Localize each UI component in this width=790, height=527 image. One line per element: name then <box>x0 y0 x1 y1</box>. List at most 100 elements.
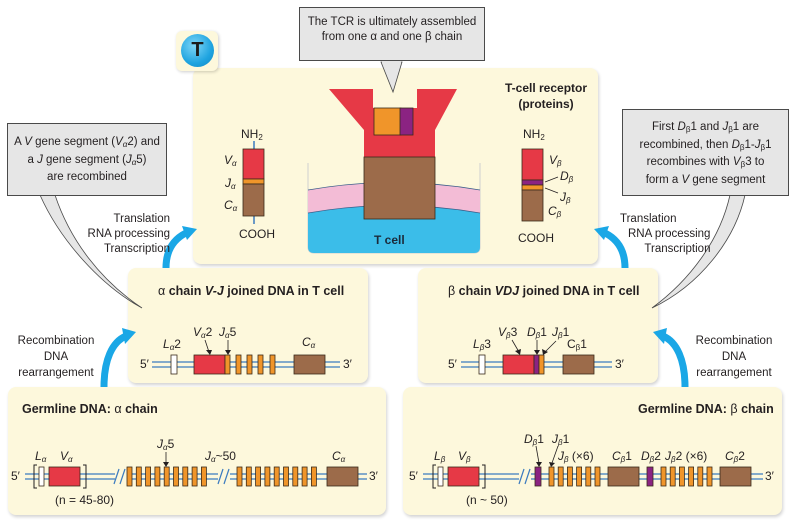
beta-joined-j-label: Jβ1 <box>552 325 570 340</box>
j-segment <box>182 466 189 487</box>
beta-j-label: Jβ <box>560 190 571 205</box>
beta-germline-j1-label: Jβ1 <box>552 432 570 447</box>
j-segment <box>200 466 207 487</box>
top-callout-line1: The TCR is ultimately assembled <box>307 16 477 28</box>
beta-joined-d-label: Dβ1 <box>527 325 547 340</box>
beta-v-label: Vβ <box>549 153 562 168</box>
alpha-germline-panel <box>8 387 386 515</box>
alpha-germline-l-label: Lα <box>35 449 47 464</box>
j-segment <box>594 466 601 487</box>
beta-c-label: Cβ <box>548 204 562 219</box>
beta-germline-dna <box>423 445 763 489</box>
beta-germline-5prime: 5′ <box>409 469 418 483</box>
j-segment <box>255 466 262 487</box>
arrow-beta-transcription <box>594 226 629 269</box>
beta-germline-d2-label: Dβ2 <box>641 449 661 464</box>
left-recombination-labels: Recombination DNA rearrangement <box>17 335 95 379</box>
j-segment <box>273 466 280 487</box>
beta-germline-v-label: Vβ <box>458 449 471 464</box>
alpha-nh2: NH2 <box>241 127 263 142</box>
j-segment <box>126 466 133 487</box>
j-segment <box>301 466 308 487</box>
alpha-germline-3prime: 3′ <box>369 469 378 483</box>
beta-j1-segments <box>548 466 601 487</box>
arrow-alpha-transcription <box>162 226 197 269</box>
j-segment <box>688 466 694 487</box>
beta-cooh: COOH <box>518 231 554 245</box>
j-segment <box>548 466 555 487</box>
j-segment <box>245 466 252 487</box>
j-segment <box>679 466 685 487</box>
right-transcription-labels: Translation RNA processing Transcription <box>620 213 711 255</box>
right-recombination-labels: Recombination DNA rearrangement <box>695 335 773 379</box>
tcr-protein <box>329 89 457 220</box>
alpha-germline-title: Germline DNA: α chain <box>22 402 158 416</box>
j-segment <box>697 466 704 487</box>
beta-joined-c-label: Cβ1 <box>567 337 587 352</box>
alpha-germline-count: (n = 45-80) <box>55 493 115 507</box>
j-segment <box>191 466 198 487</box>
beta-germline-title: Germline DNA: β chain <box>638 402 774 416</box>
j-segment <box>236 466 243 487</box>
alpha-joined-c-label: Cα <box>302 335 316 350</box>
beta-joined-l-label: Lβ3 <box>473 337 491 352</box>
beta-nh2: NH2 <box>523 127 545 142</box>
left-callout: A V gene segment (Vα2) and a J gene segm… <box>7 123 167 196</box>
t-badge-icon: T <box>181 34 214 67</box>
alpha-joined-v-label: Vα2 <box>193 325 213 340</box>
j-segment <box>292 466 299 487</box>
beta-joined-5prime: 5′ <box>448 357 457 371</box>
alpha-joined-3prime: 3′ <box>343 357 352 371</box>
beta-germline-j2-label: Jβ2 (×6) <box>665 449 708 464</box>
beta-joined-v-label: Vβ3 <box>498 325 518 340</box>
j-segment <box>264 466 271 487</box>
alpha-germline-v-label: Vα <box>60 449 73 464</box>
arrow-beta-recombination <box>653 328 689 388</box>
left-transcription-labels: Translation RNA processing Transcription <box>87 213 170 255</box>
top-callout: The TCR is ultimately assembled from one… <box>299 7 485 61</box>
right-callout: First Dβ1 and Jβ1 are recombined, then D… <box>622 109 789 196</box>
j-segment <box>567 466 573 487</box>
j-segment <box>576 466 582 487</box>
receptor-title: T-cell receptor (proteins) <box>504 81 588 111</box>
j-segment <box>173 466 179 487</box>
beta-germline-c1-label: Cβ1 <box>612 449 632 464</box>
left-callout-tail <box>39 194 143 309</box>
t-cell-label: T cell <box>374 233 405 247</box>
alpha-v-label: Vα <box>224 153 237 168</box>
j-segment <box>154 466 161 487</box>
beta-joined-title: β chain VDJ joined DNA in T cell <box>448 284 640 298</box>
alpha-joined-title: α chain V-J joined DNA in T cell <box>158 284 345 298</box>
alpha-germline-5prime: 5′ <box>11 469 20 483</box>
j-segment <box>135 466 142 487</box>
alpha-joined-j-label: Jα5 <box>219 325 237 340</box>
beta-germline-c2-label: Cβ2 <box>725 449 745 464</box>
j-segment <box>283 466 289 487</box>
beta-protein <box>521 148 559 222</box>
alpha-joined-l-label: Lα2 <box>163 337 181 352</box>
t-cell-badge: T <box>176 31 218 71</box>
alpha-germline-j50-label: Jα~50 <box>205 449 236 464</box>
j-segment <box>660 466 667 487</box>
beta-germline-l-label: Lβ <box>434 449 446 464</box>
alpha-germline-j5-label: Jα5 <box>157 437 175 452</box>
top-callout-tail <box>380 60 403 94</box>
alpha-cooh: COOH <box>239 227 275 241</box>
j-segment <box>163 466 170 487</box>
alpha-j-segments-group-1 <box>126 466 207 487</box>
j-segment <box>585 466 592 487</box>
j-segment <box>669 466 676 487</box>
j-segment <box>310 466 317 487</box>
beta-germline-3prime: 3′ <box>765 469 774 483</box>
beta-germline-jx-label: Jβ (×6) <box>558 449 594 464</box>
alpha-j-segments-group-2 <box>236 466 317 487</box>
beta-j2-segments <box>660 466 713 487</box>
j-segment <box>557 466 564 487</box>
right-callout-tail <box>651 194 746 309</box>
alpha-joined-5prime: 5′ <box>140 357 149 371</box>
alpha-protein <box>242 141 265 224</box>
alpha-germline-dna <box>25 452 367 489</box>
beta-d-label: Dβ <box>560 169 574 184</box>
beta-germline-panel <box>403 387 782 515</box>
